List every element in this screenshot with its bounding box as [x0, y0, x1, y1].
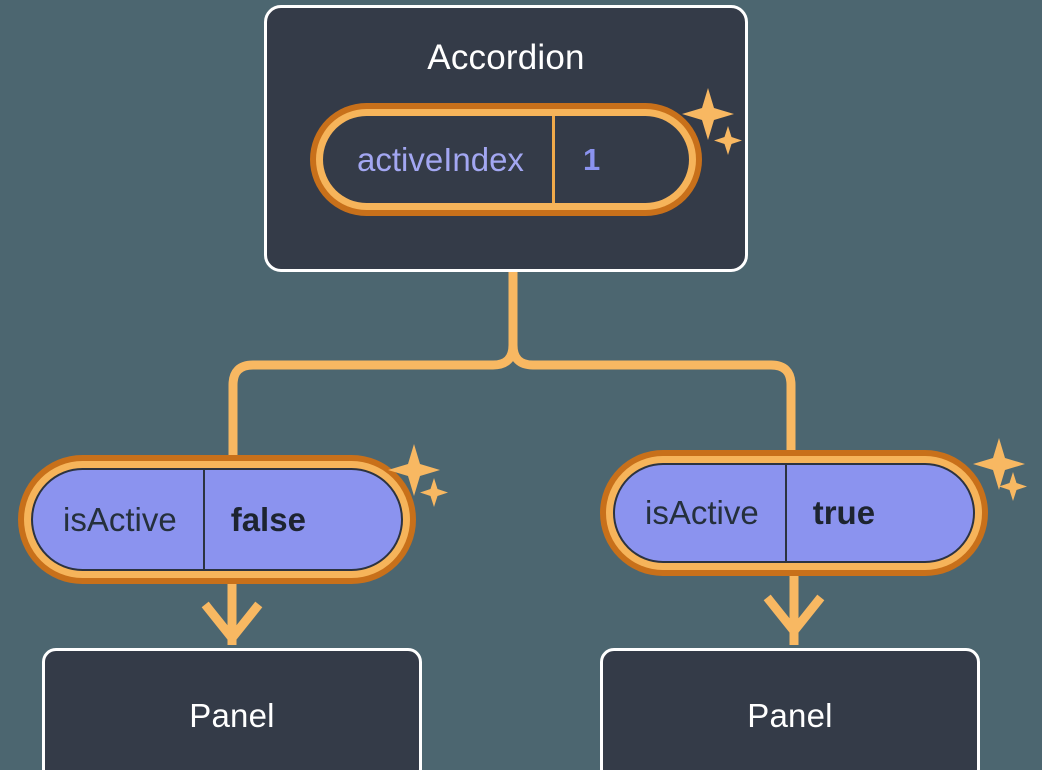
sparkle-icon: [420, 478, 448, 507]
state-key-label: activeIndex: [357, 140, 524, 178]
connector-to-left-branch: [228, 360, 493, 460]
arrow-down-icon-right: [763, 594, 825, 639]
sparkle-icon: [999, 472, 1027, 501]
panel-node-title: Panel: [189, 696, 275, 734]
state-value-label: 1: [551, 116, 634, 203]
pill-ring-inner: activeIndex 1: [316, 109, 696, 210]
state-value-label: false: [202, 470, 336, 569]
arrow-down-icon-left: [201, 601, 263, 646]
pill-ring-inner: isActive true: [606, 456, 982, 570]
connector-to-right-branch: [533, 360, 796, 455]
state-pill-is-active-left[interactable]: isActive false: [18, 455, 416, 584]
state-key-label: isActive: [645, 494, 759, 531]
accordion-node-title: Accordion: [427, 38, 585, 77]
state-pill-is-active-right[interactable]: isActive true: [600, 450, 988, 576]
connector-stem-left: [492, 272, 518, 370]
panel-node-right[interactable]: Panel: [600, 648, 980, 770]
connector-stem-right: [508, 344, 534, 370]
pill-body: activeIndex 1: [323, 116, 689, 203]
panel-node-left[interactable]: Panel: [42, 648, 422, 770]
pill-body: isActive false: [31, 468, 403, 571]
pill-body: isActive true: [613, 463, 975, 563]
pill-ring-inner: isActive false: [24, 461, 410, 578]
state-pill-active-index[interactable]: activeIndex 1: [310, 103, 702, 216]
sparkle-icon: [973, 438, 1025, 490]
state-key-label: isActive: [63, 500, 177, 538]
panel-node-title: Panel: [747, 696, 833, 734]
state-value-label: true: [784, 465, 905, 561]
